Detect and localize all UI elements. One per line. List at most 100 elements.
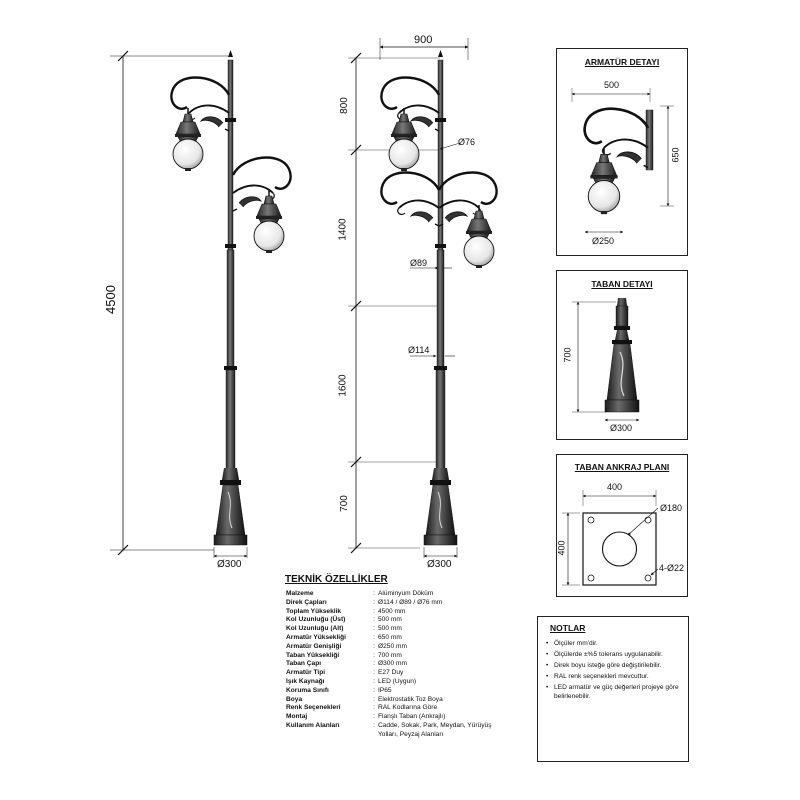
spec-value: IP65 <box>378 686 392 694</box>
spec-value: Elektrostatik Toz Boya <box>378 695 443 703</box>
segment-1400-label: 1400 <box>337 218 349 241</box>
spec-key: Kol Uzunluğu (Üst) <box>286 616 346 624</box>
anchor-plan-drawing <box>562 490 659 586</box>
spec-colon: : <box>373 598 375 606</box>
spec-row: Armatür Yüksekliği:650 mm <box>286 634 498 643</box>
spec-key: Koruma Sınıfı <box>286 686 329 694</box>
spec-row: Toplam Yükseklik:4500 mm <box>286 608 498 617</box>
spec-colon: : <box>373 616 375 624</box>
spec-key: Taban Çapı <box>286 660 322 668</box>
spec-colon: : <box>373 625 375 633</box>
spec-value: Alüminyum Döküm <box>378 590 434 597</box>
spec-value: Cadde, Sokak, Park, Meydan, Yürüyüş Yoll… <box>378 721 492 738</box>
spec-row: Kullanım Alanları:Cadde, Sokak, Park, Me… <box>286 722 498 740</box>
taban-detail-box: TABAN DETAYI <box>556 270 688 440</box>
spec-key: Armatür Tipi <box>286 669 326 677</box>
spec-colon: : <box>373 642 375 650</box>
note-item: Ölçülerde ±%5 tolerans uygulanabilir. <box>546 650 686 659</box>
spec-value: RAL Kodlarına Göre <box>378 704 438 712</box>
segment-700-label: 700 <box>338 495 350 512</box>
right-pole-elevation <box>348 38 498 558</box>
spec-row: Direk Çapları:Ø114 / Ø89 / Ø76 mm <box>286 599 498 608</box>
note-item: Direk boyu isteğe göre değiştirilebilir. <box>546 661 686 670</box>
notes-list: Ölçüler mm'dir. Ölçülerde ±%5 tolerans uy… <box>546 639 686 703</box>
spec-value: Ø250 mm <box>378 642 407 650</box>
spec-key: Direk Çapları <box>286 598 327 606</box>
spec-key: Armatür Yüksekliği <box>286 633 346 641</box>
spec-key: Toplam Yükseklik <box>286 607 342 615</box>
spec-key: Montaj <box>286 713 308 721</box>
spec-row: Malzeme:Alüminyum Döküm <box>286 590 498 599</box>
spec-colon: : <box>373 704 375 712</box>
segment-800-label: 800 <box>338 97 350 114</box>
top-width-label: 900 <box>414 34 433 46</box>
spec-key: Taban Yüksekliği <box>286 651 340 659</box>
spec-row: Kol Uzunluğu (Alt):500 mm <box>286 625 498 634</box>
right-base-diameter-label: Ø300 <box>427 559 452 570</box>
notes-title: NOTLAR <box>550 623 586 633</box>
spec-value: E27 Duy <box>378 669 404 677</box>
armatur-detail-title: ARMATÜR DETAYI <box>584 57 660 67</box>
spec-value: LED (Uygun) <box>378 677 417 685</box>
spec-row: Montaj:Flanşlı Taban (Ankrajlı) <box>286 713 498 722</box>
spec-row: Kol Uzunluğu (Üst):500 mm <box>286 616 498 625</box>
anchor-hole-label: Ø180 <box>660 503 683 513</box>
spec-row: Koruma Sınıfı:IP65 <box>286 687 498 696</box>
anchor-height-label: 400 <box>556 540 567 556</box>
spec-value: 650 mm <box>378 633 402 641</box>
spec-colon: : <box>373 721 375 729</box>
anchor-bolts-label: 4-Ø22 <box>659 563 685 573</box>
spec-key: Armatür Genişliği <box>286 642 342 650</box>
spec-value: 500 mm <box>378 625 402 633</box>
armatur-detail-drawing <box>571 88 674 234</box>
spec-row: Taban Yüksekliği:700 mm <box>286 652 498 661</box>
spec-key: Renk Seçenekleri <box>286 704 341 712</box>
armatur-width-label: 500 <box>604 80 620 90</box>
spec-colon: : <box>373 651 375 659</box>
spec-value: 700 mm <box>378 651 402 659</box>
spec-key: Boya <box>286 695 303 703</box>
spec-colon: : <box>373 669 375 677</box>
notes-box: NOTLAR Ölçüler mm'dir. Ölçülerde ±%5 tole… <box>537 616 689 762</box>
taban-diameter-label: Ø300 <box>610 423 633 433</box>
taban-height-label: 700 <box>562 347 573 363</box>
note-item: LED armatür ve güç değerleri projeye gör… <box>546 683 686 701</box>
spec-row: Boya:Elektrostatik Toz Boya <box>286 696 498 705</box>
spec-key: Işık Kaynağı <box>286 677 325 685</box>
spec-colon: : <box>373 686 375 694</box>
diameter-114-label: Ø114 <box>408 345 430 355</box>
spec-row: Taban Çapı:Ø300 mm <box>286 660 498 669</box>
spec-colon: : <box>373 633 375 641</box>
spec-key: Malzeme <box>286 590 314 597</box>
spec-value: Ø300 mm <box>378 660 407 668</box>
armatur-detail-box: ARMATÜR DETAYI <box>556 48 688 256</box>
armatur-height-label: 650 <box>670 147 681 163</box>
spec-row: Armatür Tipi:E27 Duy <box>286 669 498 678</box>
spec-colon: : <box>373 695 375 703</box>
note-item: RAL renk seçenekleri mevcuttur. <box>546 672 686 681</box>
right-pole-base <box>423 468 458 546</box>
taban-detail-title: TABAN DETAYI <box>591 279 653 289</box>
segment-1600-label: 1600 <box>337 374 349 397</box>
spec-colon: : <box>373 660 375 668</box>
spec-key: Kol Uzunluğu (Alt) <box>286 625 344 633</box>
spec-value: 500 mm <box>378 616 402 624</box>
anchor-width-label: 400 <box>607 482 623 492</box>
spec-colon: : <box>373 677 375 685</box>
left-base-diameter-label: Ø300 <box>217 559 242 570</box>
note-item: Ölçüler mm'dir. <box>546 639 686 648</box>
anchor-plan-title: TABAN ANKRAJ PLANI <box>574 462 670 472</box>
specs-title: TEKNİK ÖZELLİKLER <box>285 574 388 585</box>
diameter-76-label: Ø76 <box>458 137 476 147</box>
taban-detail-drawing <box>572 298 640 422</box>
spec-value: 4500 mm <box>378 607 406 615</box>
spec-value: Flanşlı Taban (Ankrajlı) <box>378 713 446 721</box>
spec-row: Armatür Genişliği:Ø250 mm <box>286 643 498 652</box>
spec-row: Renk Seçenekleri:RAL Kodlarına Göre <box>286 704 498 713</box>
armatur-diameter-label: Ø250 <box>592 236 615 246</box>
spec-value: Ø114 / Ø89 / Ø76 mm <box>378 598 443 606</box>
total-height-label: 4500 <box>102 285 118 314</box>
anchor-plan-box: TABAN ANKRAJ PLANI <box>556 454 688 597</box>
